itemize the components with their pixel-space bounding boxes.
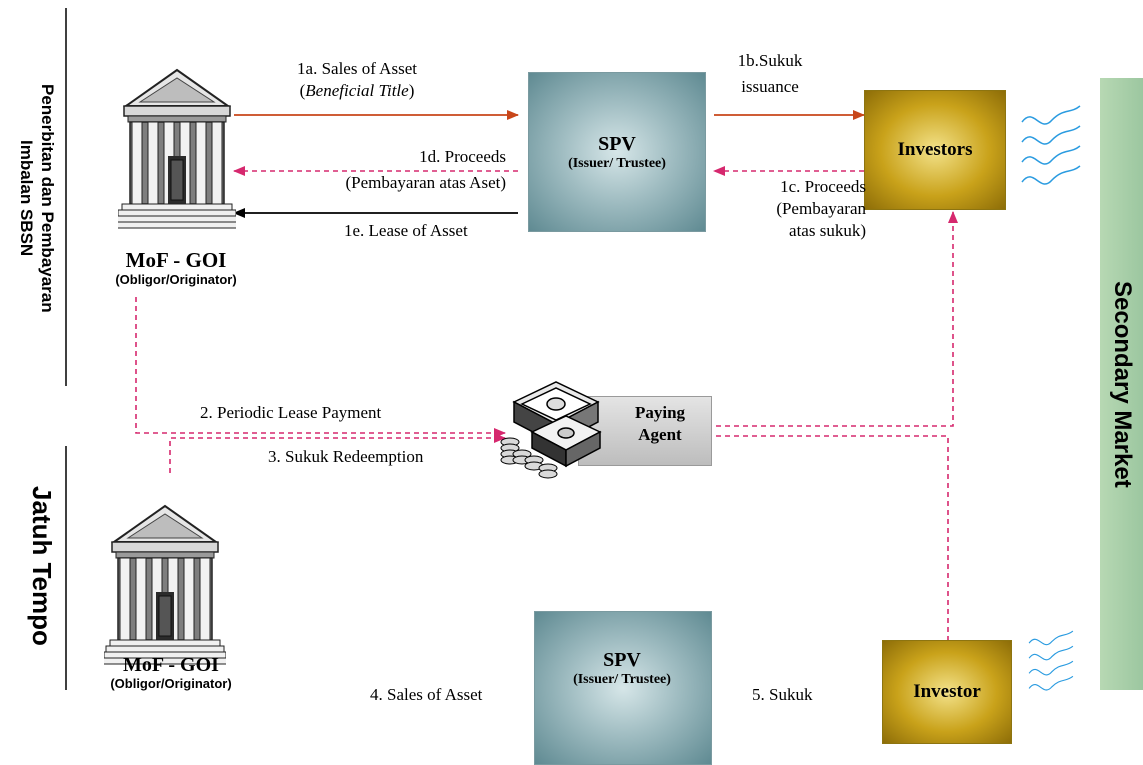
investors-box: Investors	[864, 90, 1006, 210]
wave-icon	[1021, 105, 1081, 185]
spv-top-subtitle: (Issuer/ Trustee)	[568, 155, 666, 171]
issuance-section-line2: Imbalan SBSN	[17, 139, 36, 257]
spv-bottom-title: SPV	[603, 648, 641, 671]
flow-1c-label: 1c. Proceeds (Pembayaran atas sukuk)	[728, 176, 866, 242]
flow-1a-line1: 1a. Sales of Asset	[297, 59, 417, 78]
maturity-section-label: Jatuh Tempo	[27, 486, 57, 646]
mof-bottom-title: MoF - GOI	[123, 654, 219, 676]
government-building-icon-bottom	[104, 504, 226, 665]
flow-2-label: 2. Periodic Lease Payment	[200, 403, 382, 422]
flow-1a-open: (	[299, 81, 306, 100]
arrow-3	[169, 433, 506, 473]
wave-icon-lower	[1028, 630, 1074, 691]
mof-top-subtitle: (Obligor/Originator)	[115, 272, 237, 287]
flow-3-label: 3. Sukuk Redeemption	[268, 447, 424, 466]
flow-1d-line1: 1d. Proceeds	[419, 147, 506, 166]
flow-1d-label: 1d. Proceeds (Pembayaran atas Aset)	[280, 146, 507, 194]
secondary-market-band	[1100, 78, 1143, 690]
issuance-section-label: Penerbitan dan Pembayaran Imbalan SBSN	[12, 28, 58, 368]
flow-1c-line1: 1c. Proceeds	[780, 177, 866, 196]
flow-1b-line1: 1b.Sukuk	[737, 51, 803, 70]
flow-1b-line2: issuance	[741, 77, 799, 96]
investors-label: Investors	[897, 139, 973, 160]
flow-1a-label: 1a. Sales of Asset (Beneficial Title)	[262, 58, 452, 102]
flow-1d-line2: (Pembayaran atas Aset)	[345, 173, 507, 192]
spv-bottom-label-wrap: SPV (Issuer/ Trustee)	[534, 638, 710, 698]
secondary-market-label: Secondary Market	[1109, 280, 1136, 488]
flow-1a-line2: (Beneficial Title)	[262, 80, 452, 102]
flow-connectors	[65, 8, 958, 690]
arrow-2	[135, 297, 506, 438]
spv-top-box: SPV (Issuer/ Trustee)	[528, 72, 706, 232]
flow-1b-label: 1b.Sukuk issuance	[718, 50, 822, 98]
issuance-section-line1: Penerbitan dan Pembayaran	[38, 83, 57, 313]
flow-5-label: 5. Sukuk	[752, 685, 813, 704]
mof-top-title: MoF - GOI	[125, 248, 227, 272]
spv-bottom-subtitle: (Issuer/ Trustee)	[573, 671, 671, 687]
mof-bottom-label: MoF - GOI (Obligor/Originator)	[76, 654, 266, 692]
flow-1e-label: 1e. Lease of Asset	[344, 221, 468, 240]
investor-label: Investor	[913, 681, 981, 702]
investor-box-lower: Investor	[882, 640, 1012, 744]
flow-1c-line3: atas sukuk)	[789, 221, 866, 240]
arrow-agent-to-investors	[716, 211, 958, 427]
flow-1a-close: )	[408, 81, 415, 100]
paying-agent-label: Paying Agent	[612, 402, 708, 446]
paying-agent-line2: Agent	[638, 425, 682, 444]
paying-agent-line1: Paying	[634, 403, 686, 422]
mof-bottom-subtitle: (Obligor/Originator)	[110, 676, 232, 691]
government-building-icon	[118, 68, 236, 229]
flow-4-label: 4. Sales of Asset	[370, 685, 483, 704]
money-stack-icon	[500, 381, 602, 479]
flow-1c-line2: (Pembayaran	[776, 199, 866, 218]
mof-top-label: MoF - GOI (Obligor/Originator)	[86, 248, 266, 288]
flow-1a-italic: Beneficial Title	[305, 81, 409, 100]
spv-top-title: SPV	[598, 132, 636, 155]
